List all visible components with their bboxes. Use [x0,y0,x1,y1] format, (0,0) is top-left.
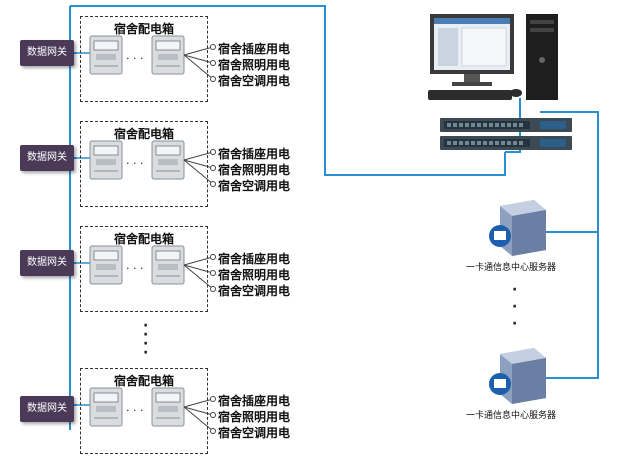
distribution-box-3: 宿舍配电箱 [80,226,208,312]
feeder-terminal [210,270,216,276]
switch-to-server-link [540,111,599,379]
server-label-2: 一卡通信息中心服务器 [466,411,557,421]
use-socket-3: 宿舍插座用电 [218,252,291,266]
feeder-line [183,264,214,290]
use-socket-2: 宿舍插座用电 [218,147,291,161]
server-icon [489,200,546,256]
distribution-box-title: 宿舍配电箱 [113,232,174,246]
meter-panel [158,264,178,270]
computer-icon [428,14,558,100]
distribution-box-4: 宿舍配电箱 [80,368,208,454]
feeder-line [183,406,214,432]
meter-panel [96,159,116,165]
feeder-line [183,264,214,274]
distribution-box-1: 宿舍配电箱 [80,16,208,102]
meter-display [93,250,119,261]
feeder-line [183,54,214,80]
meter-panel [96,264,116,270]
meter-dots: · · · [126,404,143,417]
use-socket-1: 宿舍插座用电 [218,42,291,56]
use-lighting-1: 宿舍照明用电 [218,58,291,72]
feeder-line [183,159,214,169]
use-lighting-3: 宿舍照明用电 [218,268,291,282]
feeder-terminal [210,76,216,82]
gateway-label: 数据网关 [27,47,67,58]
meter-display [93,145,119,156]
use-ac-2: 宿舍空调用电 [218,179,291,193]
meter-panel [158,159,178,165]
feeder-terminal [210,60,216,66]
feeder-line [183,159,214,185]
meter-display [93,392,119,403]
feeder-terminal [210,428,216,434]
meter-display [155,392,181,403]
feeder-terminal [210,44,216,50]
feeder-line [183,256,214,266]
distribution-box-title: 宿舍配电箱 [113,127,174,141]
meter-display [93,40,119,51]
meter-panel [158,406,178,412]
switch-icon [440,118,572,150]
switch-to-pc-link [505,98,521,153]
meter-dots: · · · [126,157,143,170]
feeder-terminal [210,165,216,171]
backbone-top-link [70,5,506,176]
meter-panel [158,54,178,60]
server-icon [489,348,546,404]
more-servers-dots: ··· [512,282,518,332]
meter-dots: · · · [126,52,143,65]
feeder-terminal [210,286,216,292]
feeder-line [183,398,214,408]
feeder-terminal [210,254,216,260]
meter-panel [96,406,116,412]
feeder-terminal [210,181,216,187]
meter-display [155,250,181,261]
feeder-line [183,406,214,416]
meter-display [155,145,181,156]
use-socket-4: 宿舍插座用电 [218,394,291,408]
distribution-box-2: 宿舍配电箱 [80,121,208,207]
use-ac-1: 宿舍空调用电 [218,74,291,88]
feeder-terminal [210,396,216,402]
feeder-terminal [210,149,216,155]
more-boxes-dots: ···· [143,318,149,361]
feeder-line [183,54,214,64]
gateway-2: 数据网关 [20,145,74,171]
use-ac-4: 宿舍空调用电 [218,426,291,440]
feeder-line [183,151,214,161]
distribution-box-title: 宿舍配电箱 [113,374,174,388]
distribution-box-title: 宿舍配电箱 [113,22,174,36]
use-ac-3: 宿舍空调用电 [218,284,291,298]
gateway-3: 数据网关 [20,250,74,276]
gateway-1: 数据网关 [20,40,74,66]
meter-display [155,40,181,51]
use-lighting-4: 宿舍照明用电 [218,410,291,424]
use-lighting-2: 宿舍照明用电 [218,163,291,177]
gateway-label: 数据网关 [27,403,67,414]
feeder-terminal [210,412,216,418]
meter-dots: · · · [126,262,143,275]
meter-panel [96,54,116,60]
feeder-line [183,46,214,56]
gateway-4: 数据网关 [20,396,74,422]
server-label-1: 一卡通信息中心服务器 [466,263,557,273]
gateway-label: 数据网关 [27,257,67,268]
gateway-label: 数据网关 [27,152,67,163]
